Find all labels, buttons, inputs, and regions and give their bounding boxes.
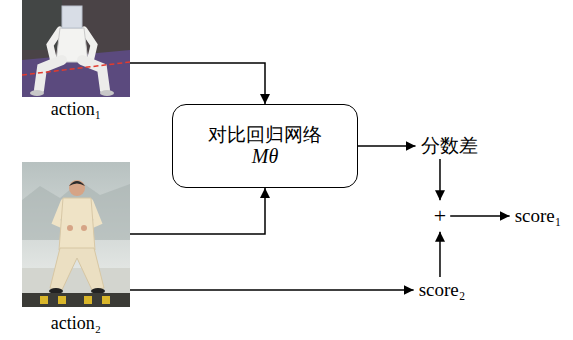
result-text: score₂ xyxy=(415,277,470,303)
photo-taichi xyxy=(22,162,130,307)
arrow-connector xyxy=(358,145,416,147)
photo-squat xyxy=(22,0,130,97)
score-difference: 分数差 xyxy=(421,135,478,157)
network-name: 对比回归网络 xyxy=(208,124,322,146)
process-box: 对比回归网络Mθ xyxy=(172,104,358,188)
result-text: 分数差 xyxy=(417,133,482,159)
action-photo: action₂ xyxy=(22,162,130,334)
plus-sign: + xyxy=(434,203,446,228)
score-label: score₂ xyxy=(419,279,466,301)
network-symbol: Mθ xyxy=(252,145,278,168)
arrow-connector xyxy=(130,289,414,291)
score-label: score₁ xyxy=(515,205,562,227)
action-photo: action₁ xyxy=(22,0,130,120)
photo-caption: action₂ xyxy=(22,313,130,334)
result-text: score₁ xyxy=(511,203,566,229)
arrow-connector xyxy=(130,63,265,104)
arrow-connector xyxy=(439,232,441,277)
arrow-connector xyxy=(450,215,509,217)
photo-caption: action₁ xyxy=(22,99,130,120)
arrow-connector xyxy=(130,188,265,234)
sum-symbol: + xyxy=(430,201,450,230)
arrow-connector xyxy=(439,159,441,200)
